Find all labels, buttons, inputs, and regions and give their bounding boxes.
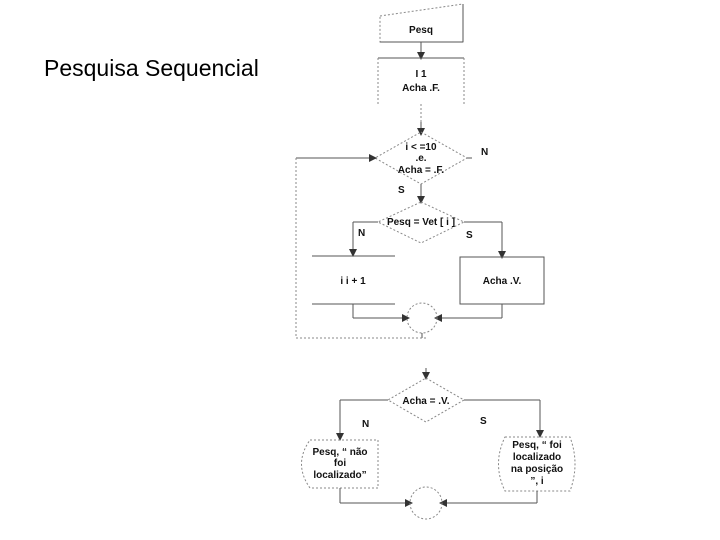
final-yes-label: S xyxy=(480,416,487,427)
join-connector-2 xyxy=(409,486,443,520)
not-found-line-3: localizado” xyxy=(313,470,366,481)
found-line-1: Pesq, “ foi xyxy=(512,440,562,451)
loop-cond-line-1: i < =10 xyxy=(405,142,437,153)
compare-label: Pesq = Vet [ i ] xyxy=(387,217,455,228)
output-found-shape xyxy=(498,436,576,492)
found-line-4: ”, i xyxy=(530,476,544,487)
loop-no-label: N xyxy=(481,147,488,158)
slide-title: Pesquisa Sequencial xyxy=(44,55,259,81)
set-found-label: Acha .V. xyxy=(483,276,522,287)
found-line-3: na posição xyxy=(511,464,563,475)
increment-label: i i + 1 xyxy=(340,276,366,287)
compare-yes-label: S xyxy=(466,230,473,241)
init-line-1: I 1 xyxy=(415,69,427,80)
final-no-label: N xyxy=(362,419,369,430)
loop-cond-line-3: Acha = .F. xyxy=(398,165,445,176)
found-line-2: localizado xyxy=(513,452,561,463)
final-condition-diamond xyxy=(387,377,465,423)
not-found-line-1: Pesq, “ não xyxy=(312,447,367,458)
final-cond-label: Acha = .V. xyxy=(402,396,449,407)
init-process xyxy=(377,57,465,104)
join-connector-1 xyxy=(406,302,438,334)
compare-no-label: N xyxy=(358,228,365,239)
init-line-2: Acha .F. xyxy=(402,83,440,94)
loop-yes-label: S xyxy=(398,185,405,196)
loop-cond-line-2: .e. xyxy=(415,153,426,164)
output-not-found-shape xyxy=(301,439,379,489)
input-shape xyxy=(379,3,464,43)
input-label: Pesq xyxy=(409,25,433,36)
not-found-line-2: foi xyxy=(334,458,346,469)
